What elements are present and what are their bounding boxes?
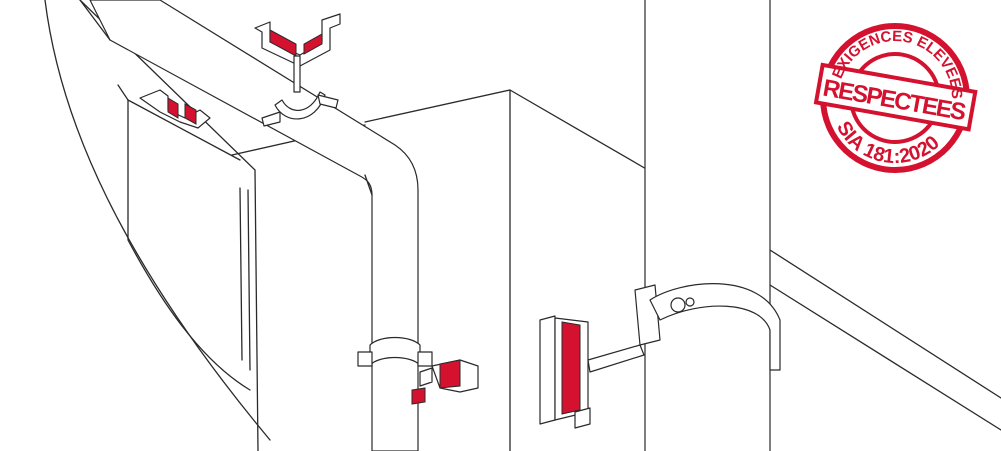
pipe-run (79, 0, 419, 451)
sia-compliance-stamp: EXIGENCES ELEVEES RESPECTEES SIA 181:202… (813, 17, 978, 177)
ceiling-hanger-support (254, 13, 341, 127)
wall-bracket-left (139, 89, 211, 129)
column-bracket (539, 283, 781, 429)
vertical-pipe-clamp (357, 336, 479, 405)
building-block (364, 89, 1001, 451)
column (644, 0, 771, 451)
